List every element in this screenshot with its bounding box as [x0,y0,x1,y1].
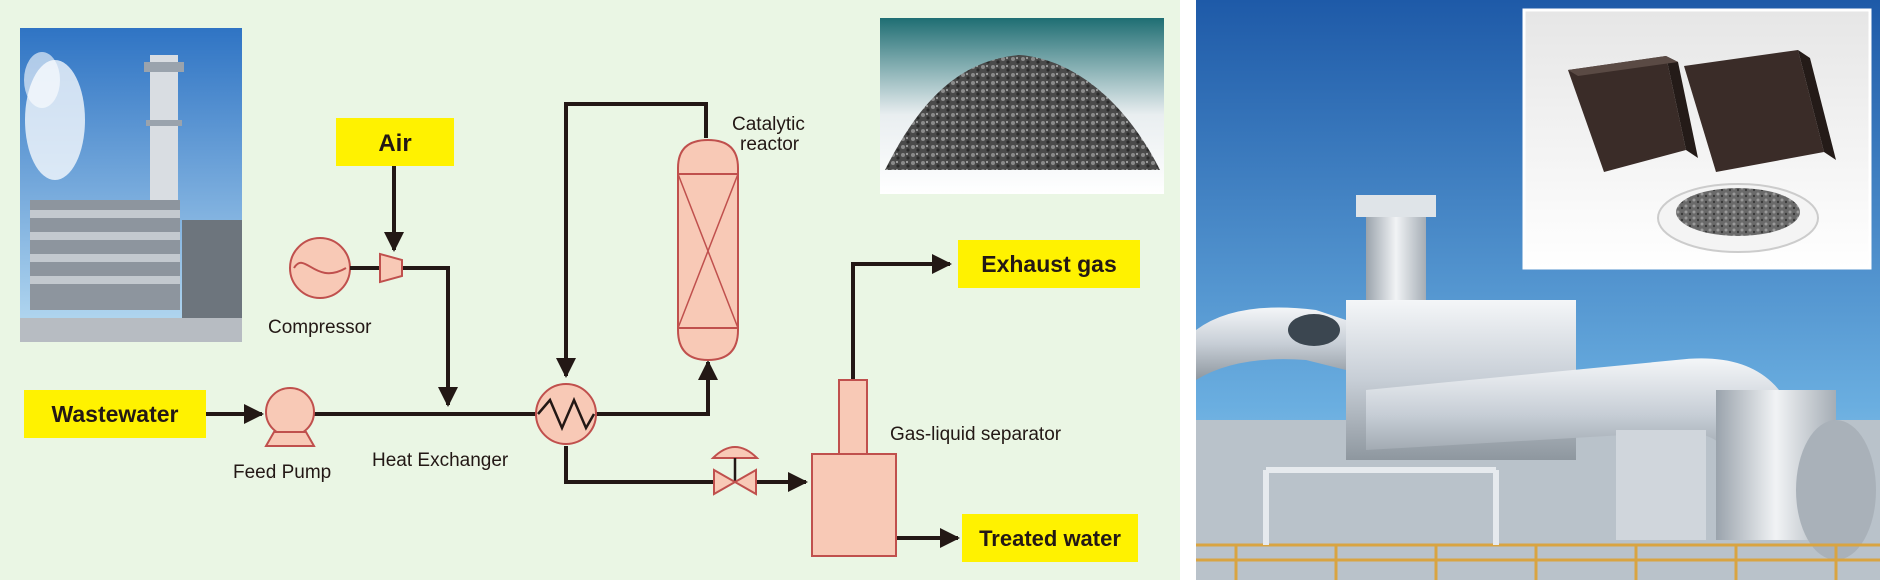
catalyst-pellets-photo [880,18,1164,194]
feed-pump-icon [264,387,316,447]
compressor-caption: Compressor [268,317,372,338]
svg-text:Exhaust gas: Exhaust gas [981,251,1117,277]
svg-text:Air: Air [378,130,411,157]
heat-exchanger-icon [535,383,597,445]
svg-text:Wastewater: Wastewater [52,401,179,427]
catalytic-reactor-caption-line1: Catalytic [732,114,805,135]
pipe-hx-to-reactor [596,360,718,416]
pipe-exhaust [851,254,952,380]
svg-text:Treated water: Treated water [979,526,1121,551]
pipe-hx-to-valve [564,446,718,484]
industrial-structure [1196,195,1880,580]
gas-liquid-separator-icon [811,379,897,557]
catalytic-reactor-caption-line2: reactor [740,134,800,155]
pipe-reactor-to-hx [556,102,708,378]
heat-exchanger-caption: Heat Exchanger [372,450,509,471]
plant-photo [20,28,242,342]
compressor-icon [289,237,403,299]
catalyst-samples-inset [1522,8,1872,270]
facility-photo [1196,0,1880,580]
exhaust-gas-label: Exhaust gas [958,240,1140,288]
treated-water-label: Treated water [962,514,1138,562]
feed-pump-caption: Feed Pump [233,462,331,483]
gas-liquid-separator-caption: Gas-liquid separator [890,424,1062,445]
process-flow-diagram: Air Wastewater Exhaust gas Treated water… [0,0,1180,580]
control-valve-icon [710,446,760,496]
wastewater-label: Wastewater [24,390,206,438]
pipe-air-to-mix [402,266,458,407]
air-label: Air [336,118,454,166]
catalytic-reactor-icon [677,138,739,362]
pipes [206,102,960,548]
